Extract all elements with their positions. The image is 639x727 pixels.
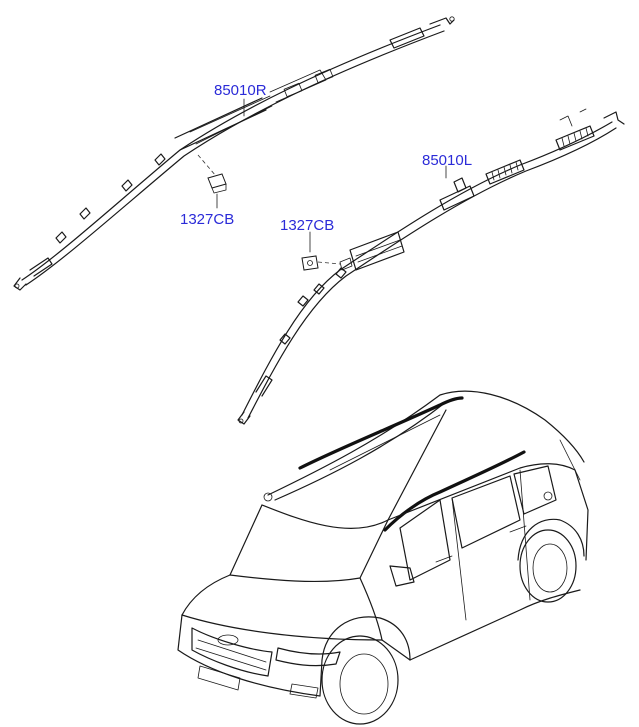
airbag-right-assembly xyxy=(13,16,455,291)
vehicle-illustration xyxy=(177,390,589,725)
label-85010l: 85010L xyxy=(422,152,472,169)
label-1327cb-right: 1327CB xyxy=(180,211,234,228)
clip-part-left xyxy=(301,255,319,271)
airbag-left-assembly xyxy=(237,108,625,425)
mounting-tab xyxy=(55,153,166,244)
clip-part-right xyxy=(207,173,227,194)
label-85010r: 85010R xyxy=(214,82,267,99)
ribbed-section xyxy=(485,125,595,185)
label-1327cb-left: 1327CB xyxy=(280,217,334,234)
